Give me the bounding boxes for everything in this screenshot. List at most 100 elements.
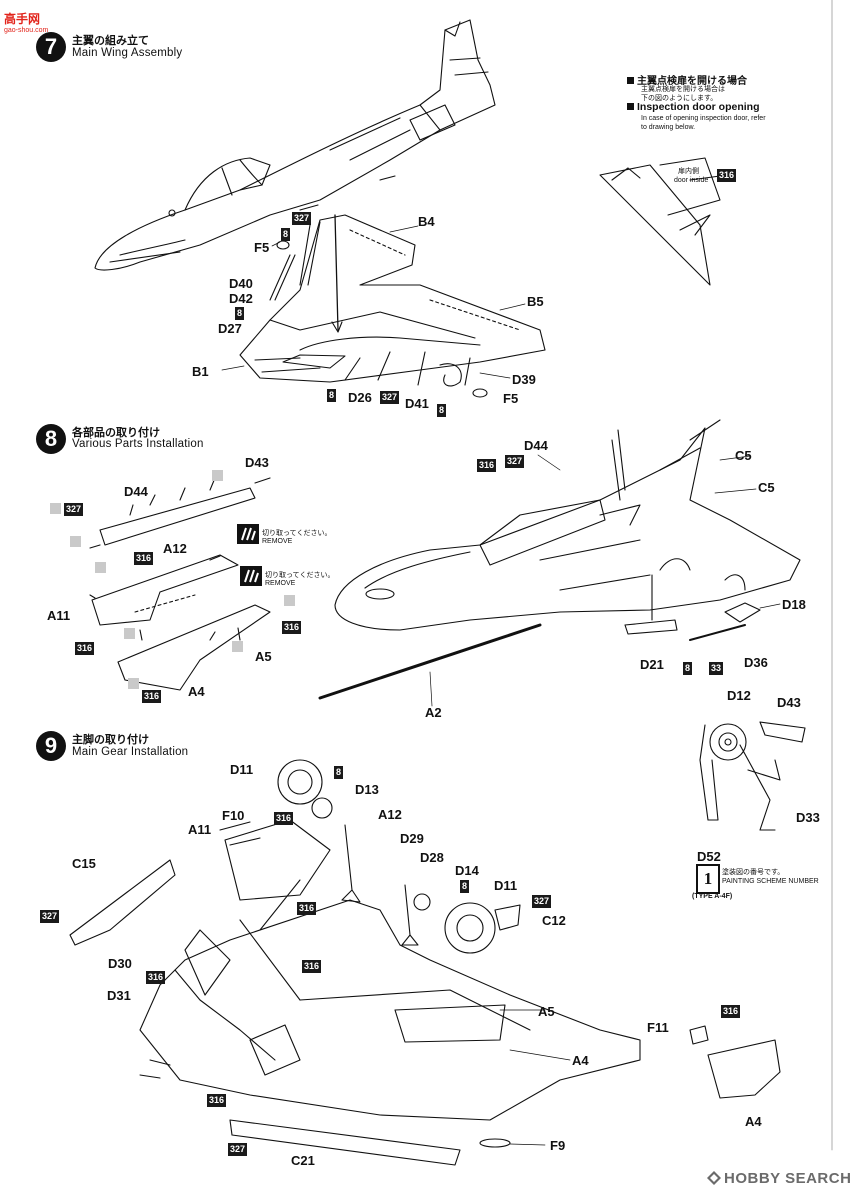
scheme-note-en: PAINTING SCHEME NUMBER: [722, 878, 819, 885]
part-A4: A4: [572, 1053, 589, 1068]
code-316: 316: [142, 690, 162, 703]
part-B4: B4: [418, 214, 435, 229]
part-D11: D11: [494, 878, 518, 893]
step8-parts-drawing: [89, 477, 271, 691]
remove-icon: [240, 566, 262, 586]
door-inside-en: door inside: [674, 177, 709, 184]
hobbysearch-watermark: HOBBY SEARCH: [724, 1170, 852, 1187]
code-8: 8: [683, 662, 693, 675]
code-316: 316: [282, 621, 302, 634]
part-D31: D31: [107, 988, 131, 1003]
code-327: 327: [532, 895, 552, 908]
part-marker: [212, 470, 223, 481]
code-327: 327: [505, 455, 525, 468]
part-D29: D29: [400, 831, 424, 846]
code-33: 33: [709, 662, 724, 675]
step-8-title-jp: 各部品の取り付け: [72, 426, 160, 439]
part-F9: F9: [550, 1138, 566, 1153]
inspection-door-inset-drawing: [599, 157, 721, 286]
part-D44: D44: [524, 438, 548, 453]
code-316: 316: [477, 459, 497, 472]
part-A12: A12: [378, 807, 402, 822]
step9-a4-part-drawing: [689, 1025, 781, 1099]
step-9-title-en: Main Gear Installation: [72, 746, 189, 758]
part-D52: D52: [697, 849, 721, 864]
step-9-number: 9: [36, 731, 66, 761]
step7-wing-drawing: [239, 214, 546, 398]
code-327: 327: [40, 910, 60, 923]
part-marker: [232, 641, 243, 652]
code-316: 316: [721, 1005, 741, 1018]
code-8: 8: [460, 880, 470, 893]
part-D21: D21: [640, 657, 664, 672]
part-marker: [284, 595, 295, 606]
part-F5: F5: [254, 240, 270, 255]
part-D40: D40: [229, 276, 253, 291]
part-B5: B5: [527, 294, 544, 309]
part-A5: A5: [255, 649, 272, 664]
step-7-title-jp: 主翼の組み立て: [72, 34, 149, 47]
part-D36: D36: [744, 655, 768, 670]
part-C21: C21: [291, 1153, 315, 1168]
code-8: 8: [327, 389, 337, 402]
remove-icon: [237, 524, 259, 544]
part-A5: A5: [538, 1004, 555, 1019]
part-F5: F5: [503, 391, 519, 406]
step9-wing-drawing: [69, 759, 641, 1166]
part-D28: D28: [420, 850, 444, 865]
scheme-note-jp: 塗装図の番号です。: [722, 868, 785, 876]
remove-note-jp: 切り取ってください。: [265, 571, 335, 579]
door-inside-jp: 扉内側: [678, 167, 699, 175]
part-marker: [128, 678, 139, 689]
code-8: 8: [334, 766, 344, 779]
code-327: 327: [228, 1143, 248, 1156]
part-A11: A11: [188, 822, 212, 837]
remove-note-en: REMOVE: [262, 538, 293, 545]
leader-lines: [221, 225, 781, 1146]
code-8: 8: [235, 307, 245, 320]
step8-fuselage-drawing: [318, 419, 801, 703]
code-8: 8: [281, 228, 291, 241]
part-D12: D12: [727, 688, 751, 703]
code-316: 316: [297, 902, 317, 915]
remove-note-en: REMOVE: [265, 580, 296, 587]
part-marker: [50, 503, 61, 514]
part-marker: [70, 536, 81, 547]
step-8-title-en: Various Parts Installation: [72, 438, 204, 450]
code-8: 8: [437, 404, 447, 417]
part-A12: A12: [163, 541, 187, 556]
part-F11: F11: [647, 1020, 669, 1035]
part-C5: C5: [735, 448, 752, 463]
part-D43: D43: [245, 455, 269, 470]
part-C5: C5: [758, 480, 775, 495]
step-9-title-jp: 主脚の取り付け: [72, 733, 149, 746]
part-D39: D39: [512, 372, 536, 387]
step-7-title-en: Main Wing Assembly: [72, 47, 183, 59]
code-316: 316: [274, 812, 294, 825]
step-7-number: 7: [36, 32, 66, 62]
inspection-note-en-sub: In case of opening inspection door, refe…: [641, 115, 766, 131]
code-327: 327: [292, 212, 312, 225]
hobbysearch-logo-icon: [707, 1171, 721, 1185]
code-316: 316: [302, 960, 322, 973]
part-A2: A2: [425, 705, 442, 720]
part-F10: F10: [222, 808, 245, 823]
code-316: 316: [75, 642, 95, 655]
inspection-note-jp-title: 主翼点検扉を開ける場合: [627, 72, 747, 87]
part-A11: A11: [47, 608, 71, 623]
watermark-url: gao-shou.com: [4, 27, 49, 34]
step9-gear-inset-drawing: [699, 721, 806, 831]
inspection-note-jp-sub: 主翼点検扉を開ける場合は 下の図のようにします。: [641, 85, 725, 102]
part-D14: D14: [455, 863, 479, 878]
part-D26: D26: [348, 390, 372, 405]
part-D27: D27: [218, 321, 242, 336]
code-316: 316: [134, 552, 154, 565]
step7-fuselage-drawing: [94, 19, 496, 271]
watermark-logo: 高手网: [4, 12, 41, 26]
part-D30: D30: [108, 956, 132, 971]
part-D43: D43: [777, 695, 801, 710]
part-D41: D41: [405, 396, 429, 411]
part-D13: D13: [355, 782, 379, 797]
scheme-note-type: (TYPE A-4F): [692, 893, 733, 900]
